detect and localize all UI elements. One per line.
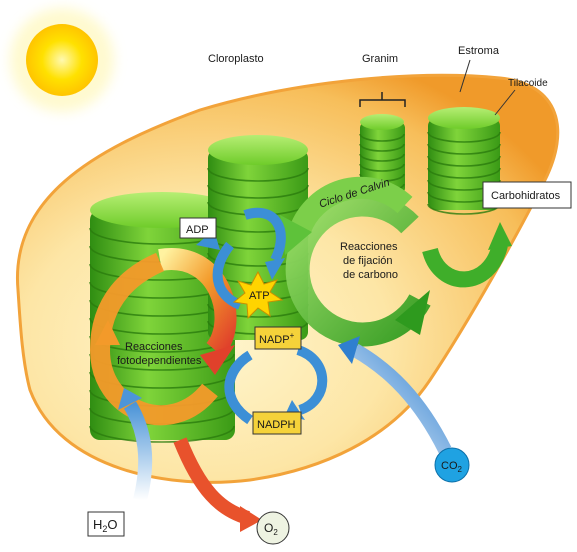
co2-text: CO — [441, 460, 458, 472]
water-h: H — [93, 517, 102, 532]
o2-text: O — [264, 521, 273, 535]
sun-icon — [10, 8, 114, 112]
light-reactions-line1: Reacciones — [125, 341, 183, 353]
stroma-label: Estroma — [458, 45, 500, 57]
nadp-superscript: + — [290, 331, 295, 340]
nadph-label: NADPH — [257, 419, 296, 431]
nadp-text: NADP — [259, 334, 290, 346]
o2-subscript: 2 — [273, 528, 278, 537]
atp-label: ATP — [249, 290, 270, 302]
carbon-fixation-line1: Reacciones — [340, 241, 398, 253]
light-reactions-line2: fotodependientes — [117, 355, 202, 367]
granum-label: Granim — [362, 53, 398, 65]
adp-label: ADP — [186, 224, 209, 236]
chloroplast-label: Cloroplasto — [208, 53, 264, 65]
thylakoid-label: Tilacoide — [508, 78, 548, 89]
co2-subscript: 2 — [458, 465, 463, 474]
water-o: O — [107, 517, 117, 532]
carbohydrates-label: Carbohidratos — [491, 190, 561, 202]
carbon-fixation-line3: de carbono — [343, 269, 398, 281]
nadp-label: NADP+ — [259, 331, 295, 346]
carbon-fixation-line2: de fijación — [343, 255, 393, 267]
